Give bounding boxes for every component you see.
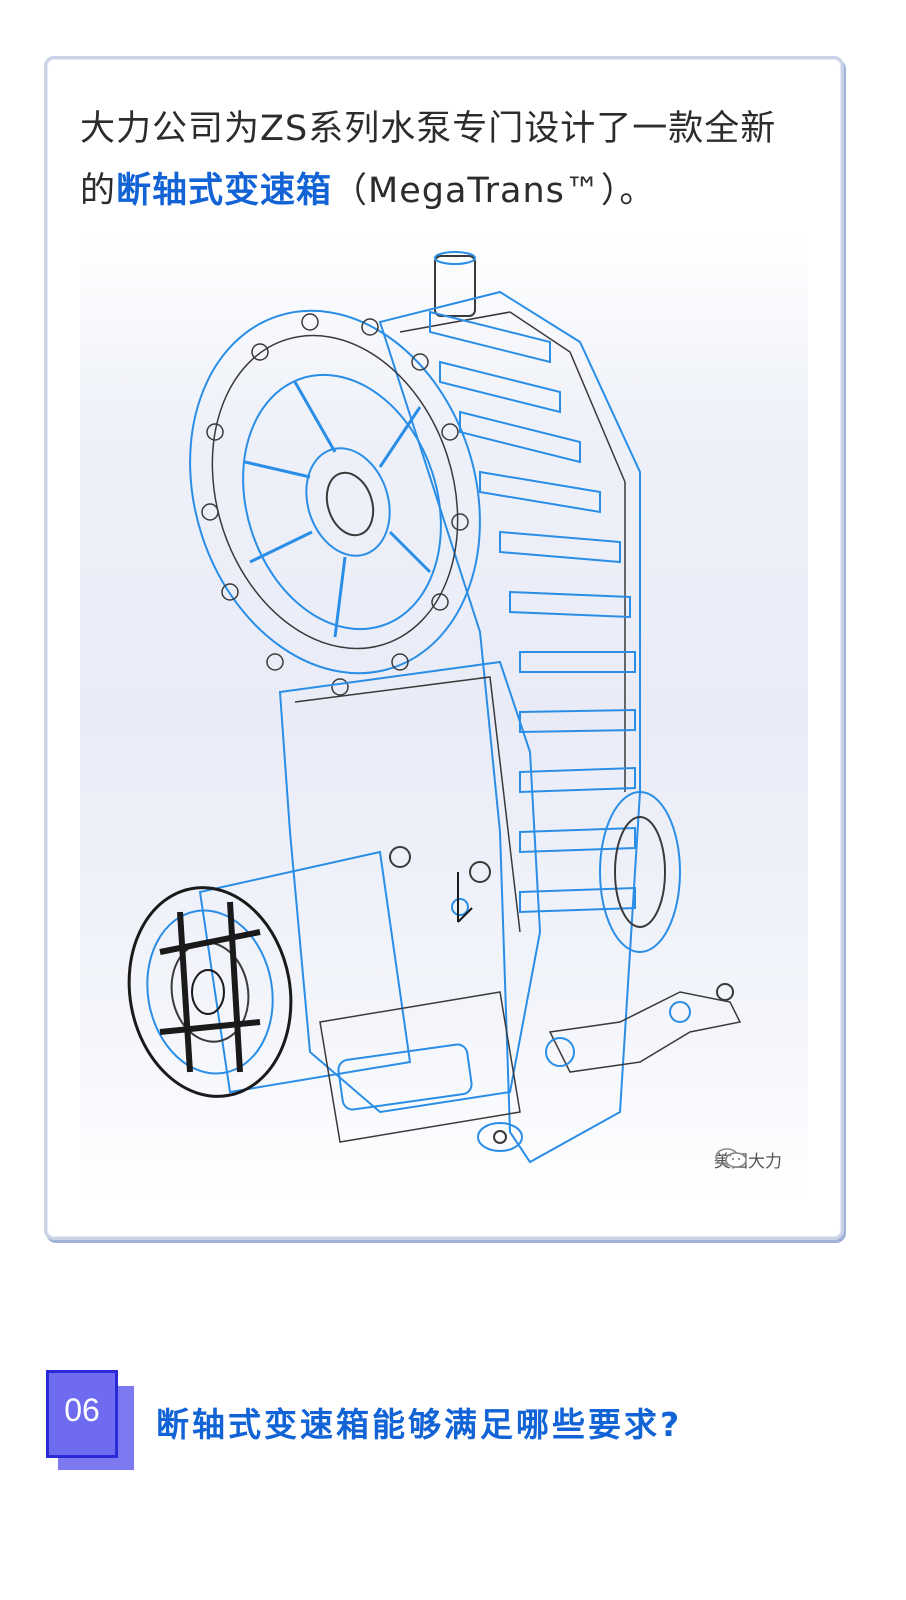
gearbox-drawing: 美国大力: [80, 232, 808, 1204]
section-title: 断轴式变速箱能够满足哪些要求?: [156, 1405, 683, 1444]
intro-suffix: （MegaTrans™）。: [332, 171, 656, 211]
intro-paragraph: 大力公司为ZS系列水泵专门设计了一款全新 的断轴式变速箱（MegaTrans™）…: [80, 98, 820, 222]
watermark: 美国大力: [714, 1147, 782, 1172]
section-number: 06: [64, 1391, 100, 1428]
intro-line-2: 的断轴式变速箱（MegaTrans™）。: [80, 160, 820, 222]
wechat-icon: [715, 1148, 747, 1168]
section-number-badge: 06: [46, 1370, 118, 1458]
intro-prefix: 的: [80, 171, 117, 211]
section-heading: 06 断轴式变速箱能够满足哪些要求?: [46, 1370, 846, 1480]
gearbox-line-art: [127, 251, 742, 1164]
intro-line-1: 大力公司为ZS系列水泵专门设计了一款全新: [80, 109, 777, 149]
product-name-highlight: 断轴式变速箱: [116, 171, 333, 211]
